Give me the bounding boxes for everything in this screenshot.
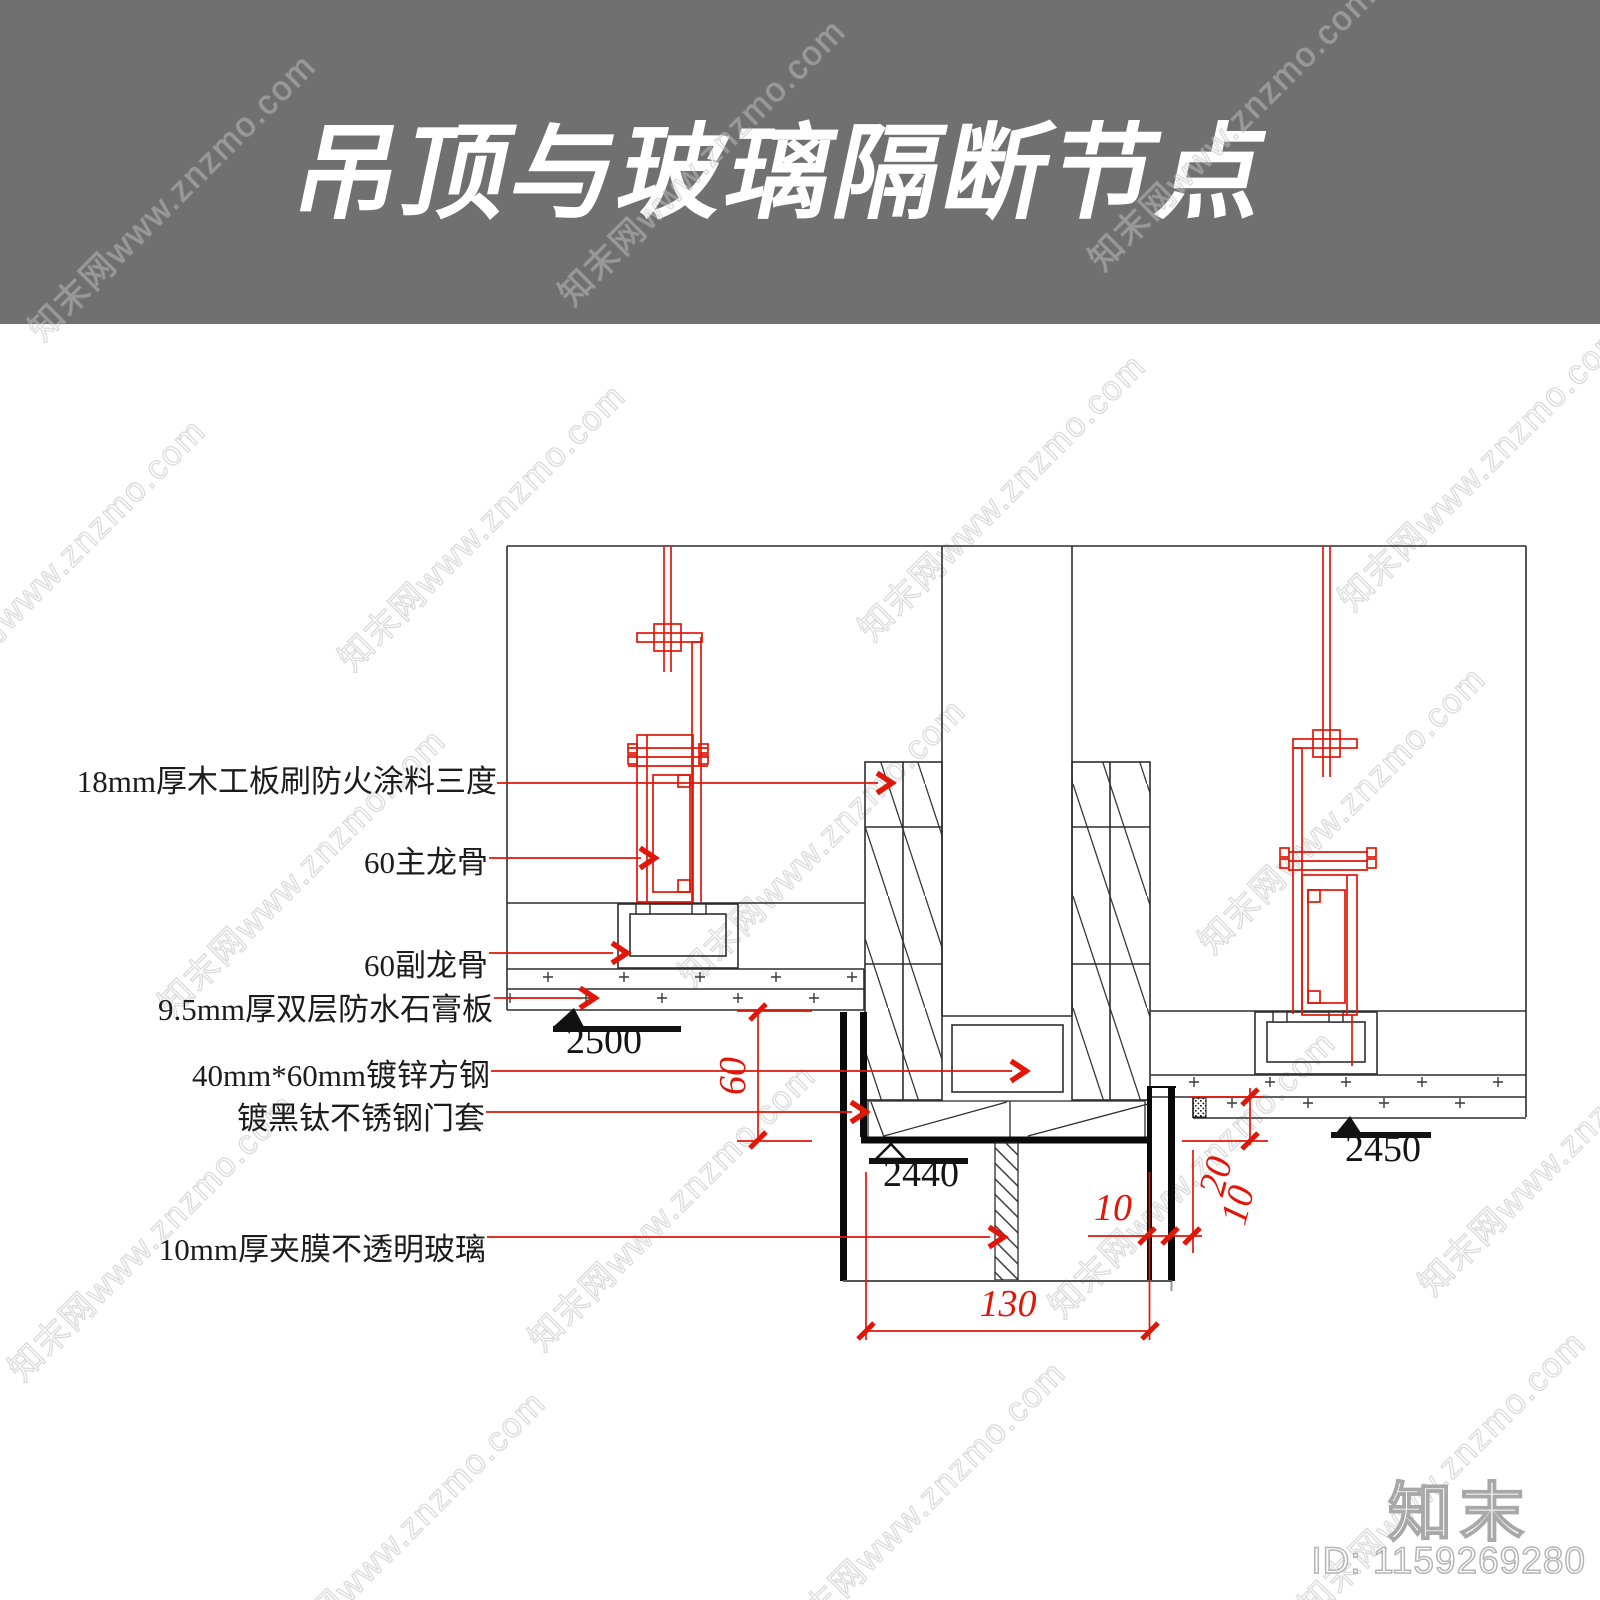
brand-logo: 知末 [1387,1477,1532,1550]
level-2440-text: 2440 [883,1153,959,1195]
dimension-10-frame: 10 [1088,1150,1202,1253]
material-labels: 18mm厚木工板刷防火涂料三度 60主龙骨 60副龙骨 9.5mm厚双层防水石膏… [77,764,497,1267]
label-plywood: 18mm厚木工板刷防火涂料三度 [77,764,497,799]
dimension-20: 20 [1182,1087,1268,1200]
gypsum-board-left [507,968,865,1011]
ceiling-structure [506,545,1527,1291]
label-glass: 10mm厚夹膜不透明玻璃 [159,1232,486,1267]
partition-cavity [941,546,1073,1017]
plywood-board-right [1071,761,1151,1101]
glass-panel [994,1142,1019,1281]
dimension-130: 130 [856,1172,1160,1341]
dim-60-text: 60 [712,1057,754,1095]
image-id: ID: 1159269280 [1311,1539,1586,1582]
level-2450-text: 2450 [1345,1128,1421,1170]
label-gypsum: 9.5mm厚双层防水石膏板 [158,992,493,1027]
plywood-board-left [864,761,943,1101]
steel-tube-section [951,1024,1064,1093]
plywood-board-bottom [867,1100,1149,1139]
dimension-60: 60 [712,1002,812,1150]
dim-10-frame-text: 10 [1094,1187,1132,1229]
level-2500-text: 2500 [566,1020,642,1062]
title-band: 吊顶与玻璃隔断节点 [0,0,1600,324]
label-door-frame: 镀黑钛不锈钢门套 [237,1101,485,1136]
level-mark-2500: 2500 [553,1008,681,1062]
dimension-10-edge: 10 [1213,1181,1263,1229]
sealant-block [1192,1097,1207,1118]
label-main-keel: 60主龙骨 [364,845,488,880]
dim-10-edge-text: 10 [1213,1181,1263,1229]
annotation-leaders [486,770,1031,1250]
label-steel-tube: 40mm*60mm镀锌方钢 [192,1058,490,1093]
gypsum-board-right [1150,1074,1526,1119]
sub-keel-right [1254,1011,1378,1075]
dim-130-text: 130 [980,1283,1037,1325]
level-mark-2450: 2450 [1331,1116,1431,1170]
level-mark-2440: 2440 [869,1142,968,1195]
hanger-assembly-left [627,546,709,903]
hanger-assembly-right [1279,546,1377,1066]
label-sub-keel: 60副龙骨 [364,948,488,983]
sub-keel-left [617,903,739,969]
